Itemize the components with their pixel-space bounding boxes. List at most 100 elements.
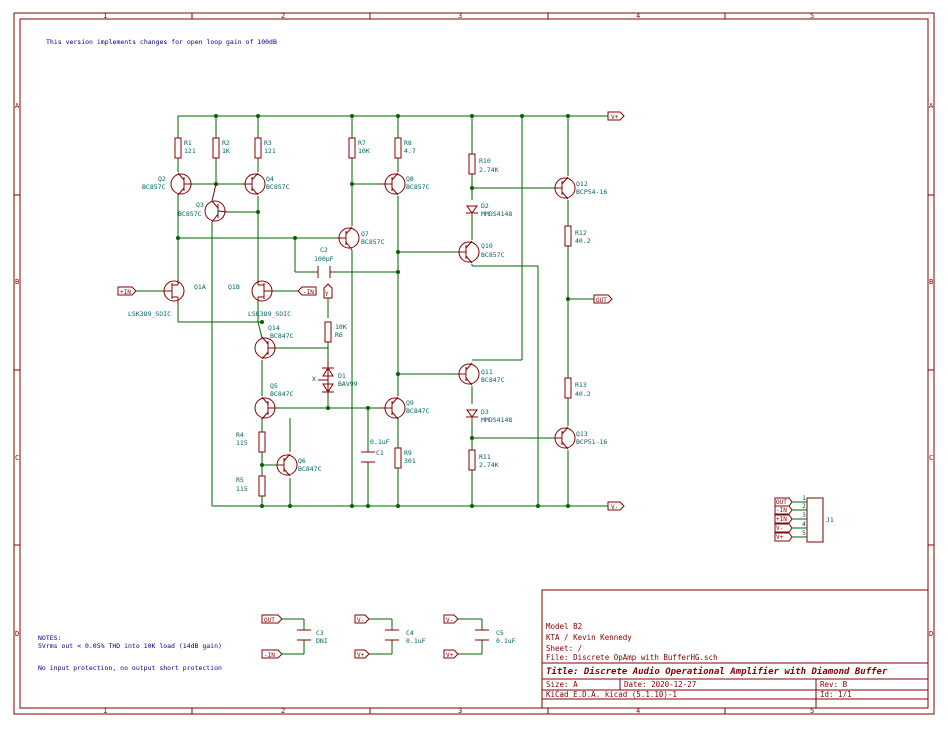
resistor-r4[interactable] [258, 431, 266, 453]
transistor-q9[interactable] [380, 396, 406, 420]
c4-vminus-label[interactable]: V- [354, 614, 370, 624]
q13-ref: Q13 [576, 430, 588, 438]
col-label: 1 [103, 12, 107, 20]
q1a-ref: Q1A [194, 283, 206, 291]
r10-value: 2.74K [479, 166, 499, 174]
diode-d2[interactable] [466, 205, 478, 214]
row-label: A [15, 102, 20, 110]
r1-ref: R1 [184, 139, 192, 147]
tb-id: Id: 1/1 [820, 690, 852, 699]
q1b-ref: Q1B [228, 283, 240, 291]
vplus-label-top[interactable]: V+ [607, 111, 625, 121]
in-plus-label[interactable]: +IN [117, 286, 137, 296]
tb-rev: Rev: B [820, 680, 848, 689]
junctions [176, 114, 570, 508]
r8-ref: R8 [404, 139, 412, 147]
resistor-r12[interactable] [564, 225, 572, 247]
row-label: C [929, 454, 933, 462]
transistor-q2[interactable] [170, 172, 192, 196]
q7-ref: Q7 [361, 230, 369, 238]
c5-vminus-label[interactable]: V- [443, 614, 459, 624]
r12-value: 40.2 [575, 237, 591, 245]
col-label: 3 [458, 12, 462, 20]
tb-author: KTA / Kevin Kennedy [546, 633, 632, 642]
r9-value: 301 [404, 457, 416, 465]
resistor-r10[interactable] [468, 153, 476, 175]
resistor-r13[interactable] [564, 377, 572, 399]
c3-out-label[interactable]: OUT [261, 614, 283, 624]
svg-text:V-: V- [357, 617, 364, 624]
c4-ref: C4 [406, 629, 414, 637]
resistors: R1 121 R2 1K R3 121 R4 115 R5 115 10K R6… [174, 137, 591, 497]
capacitor-c1[interactable] [361, 451, 375, 463]
q3-value: BC857C [178, 210, 202, 218]
resistor-r3[interactable] [254, 137, 262, 159]
r9-ref: R9 [404, 449, 412, 457]
c3-in-minus-label[interactable]: -IN [261, 649, 283, 659]
transistor-q14[interactable] [254, 336, 276, 360]
resistor-r8[interactable] [394, 137, 402, 159]
svg-text:-IN: -IN [264, 652, 275, 659]
d2-value: MMDS4148 [481, 210, 512, 218]
transistor-q7[interactable] [338, 226, 360, 251]
row-label: D [15, 630, 19, 638]
transistor-q5[interactable] [254, 396, 276, 420]
transistor-q8[interactable] [380, 172, 406, 196]
r2-ref: R2 [222, 139, 230, 147]
resistor-r1[interactable] [174, 137, 182, 159]
notes-line2: No input protection, no output short pro… [38, 664, 222, 672]
j1-net-4: V- [776, 525, 783, 532]
c5-vplus-label[interactable]: V+ [443, 649, 459, 659]
diode-d3[interactable] [466, 409, 478, 418]
capacitor-c3[interactable] [297, 629, 311, 641]
r6-value: 10K [335, 323, 347, 331]
resistor-r2[interactable] [212, 137, 220, 159]
q6-ref: Q6 [298, 457, 306, 465]
resistor-r11[interactable] [468, 449, 476, 471]
q14-ref: Q14 [268, 324, 280, 332]
q11-ref: Q11 [481, 368, 493, 376]
r7-ref: R7 [358, 139, 366, 147]
row-label: A [929, 102, 934, 110]
transistor-q3[interactable] [204, 183, 229, 223]
capacitor-c5[interactable] [475, 629, 489, 641]
wires [136, 115, 608, 655]
q9-ref: Q9 [406, 399, 414, 407]
capacitor-c4[interactable] [385, 629, 399, 641]
q3-ref: Q3 [196, 201, 204, 209]
node-y-label[interactable]: Y [323, 283, 333, 299]
j1-net-5: V+ [776, 534, 784, 541]
transistor-q12[interactable] [554, 176, 576, 200]
notes-title: NOTES: [38, 634, 61, 642]
resistor-r6[interactable] [324, 321, 332, 343]
resistor-r9[interactable] [394, 447, 402, 469]
row-label: C [15, 454, 19, 462]
resistor-r5[interactable] [258, 475, 266, 497]
vminus-label-rail[interactable]: V- [607, 501, 625, 511]
transistor-q10[interactable] [458, 240, 480, 264]
c5-value: 0.1uF [496, 637, 516, 645]
d1-value: BAV99 [338, 380, 358, 388]
capacitor-c2[interactable] [317, 266, 331, 278]
q4-value: BC857C [266, 183, 290, 191]
transistor-q11[interactable] [458, 362, 480, 386]
col-label: 1 [103, 707, 107, 715]
svg-text:V-: V- [446, 617, 453, 624]
out-label[interactable]: OUT [593, 294, 613, 304]
d2-ref: D2 [481, 202, 489, 210]
tb-model: Model B2 [546, 622, 582, 631]
resistor-r7[interactable] [348, 137, 356, 159]
in-minus-label[interactable]: -IN [297, 286, 317, 296]
jfet-q1b[interactable] [251, 280, 273, 302]
transistor-q4[interactable] [244, 172, 266, 196]
jfet-q1a[interactable] [163, 280, 185, 303]
diode-d1[interactable] [318, 362, 334, 394]
transistor-q13[interactable] [554, 426, 576, 450]
q13-value: BCP51-16 [576, 438, 607, 446]
c4-vplus-label[interactable]: V+ [354, 649, 370, 659]
q12-ref: Q12 [576, 180, 588, 188]
q8-value: BC857C [406, 183, 430, 191]
transistor-q6[interactable] [276, 453, 298, 477]
connector-j1[interactable]: OUT -IN +IN V- V+ 1 2 3 4 5 J1 [774, 494, 834, 543]
r12-ref: R12 [575, 229, 587, 237]
